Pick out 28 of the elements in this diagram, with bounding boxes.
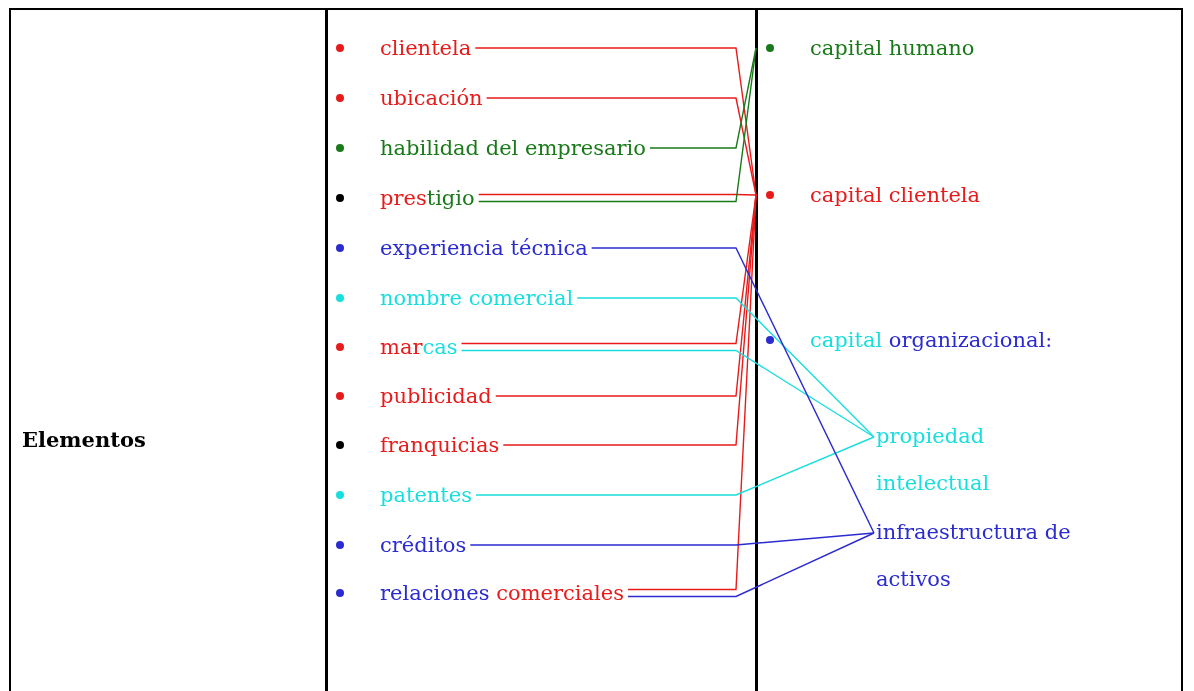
connector-line	[475, 436, 875, 496]
connector-line	[478, 193, 757, 196]
list-item-text: capital humano	[810, 35, 975, 61]
list-item-text: ubicación	[380, 85, 483, 111]
connector-line	[576, 297, 875, 438]
list-item-text: publicidad	[380, 383, 492, 409]
row-heading: Elementos	[22, 427, 146, 452]
list-item-text: patentes	[380, 482, 472, 508]
list-item-text: clientela	[380, 35, 472, 61]
list-item-text: franquicias	[380, 432, 500, 458]
list-item-text: capital clientela	[810, 182, 981, 208]
list-item-text: relaciones comerciales	[380, 580, 624, 606]
list-item-text: capital organizacional:	[810, 327, 1053, 353]
list-item-text: créditos	[380, 532, 467, 558]
connector-line	[627, 194, 757, 591]
connector-line	[460, 349, 875, 438]
connector-line	[469, 532, 875, 546]
connector-line	[591, 247, 875, 534]
connector-line	[485, 97, 757, 196]
list-item-text: infraestructura de activos	[876, 509, 1116, 603]
list-item-text: experiencia técnica	[380, 235, 588, 261]
list-item-text: prestigio	[380, 185, 475, 211]
list-item-text: habilidad del empresario	[380, 135, 646, 161]
list-item-text: propiedad intelectual	[876, 413, 1026, 507]
list-item-text: nombre comercial	[380, 285, 574, 311]
connector-line	[649, 47, 757, 149]
connector-line	[627, 532, 875, 598]
list-item-text: marcas	[380, 334, 458, 360]
